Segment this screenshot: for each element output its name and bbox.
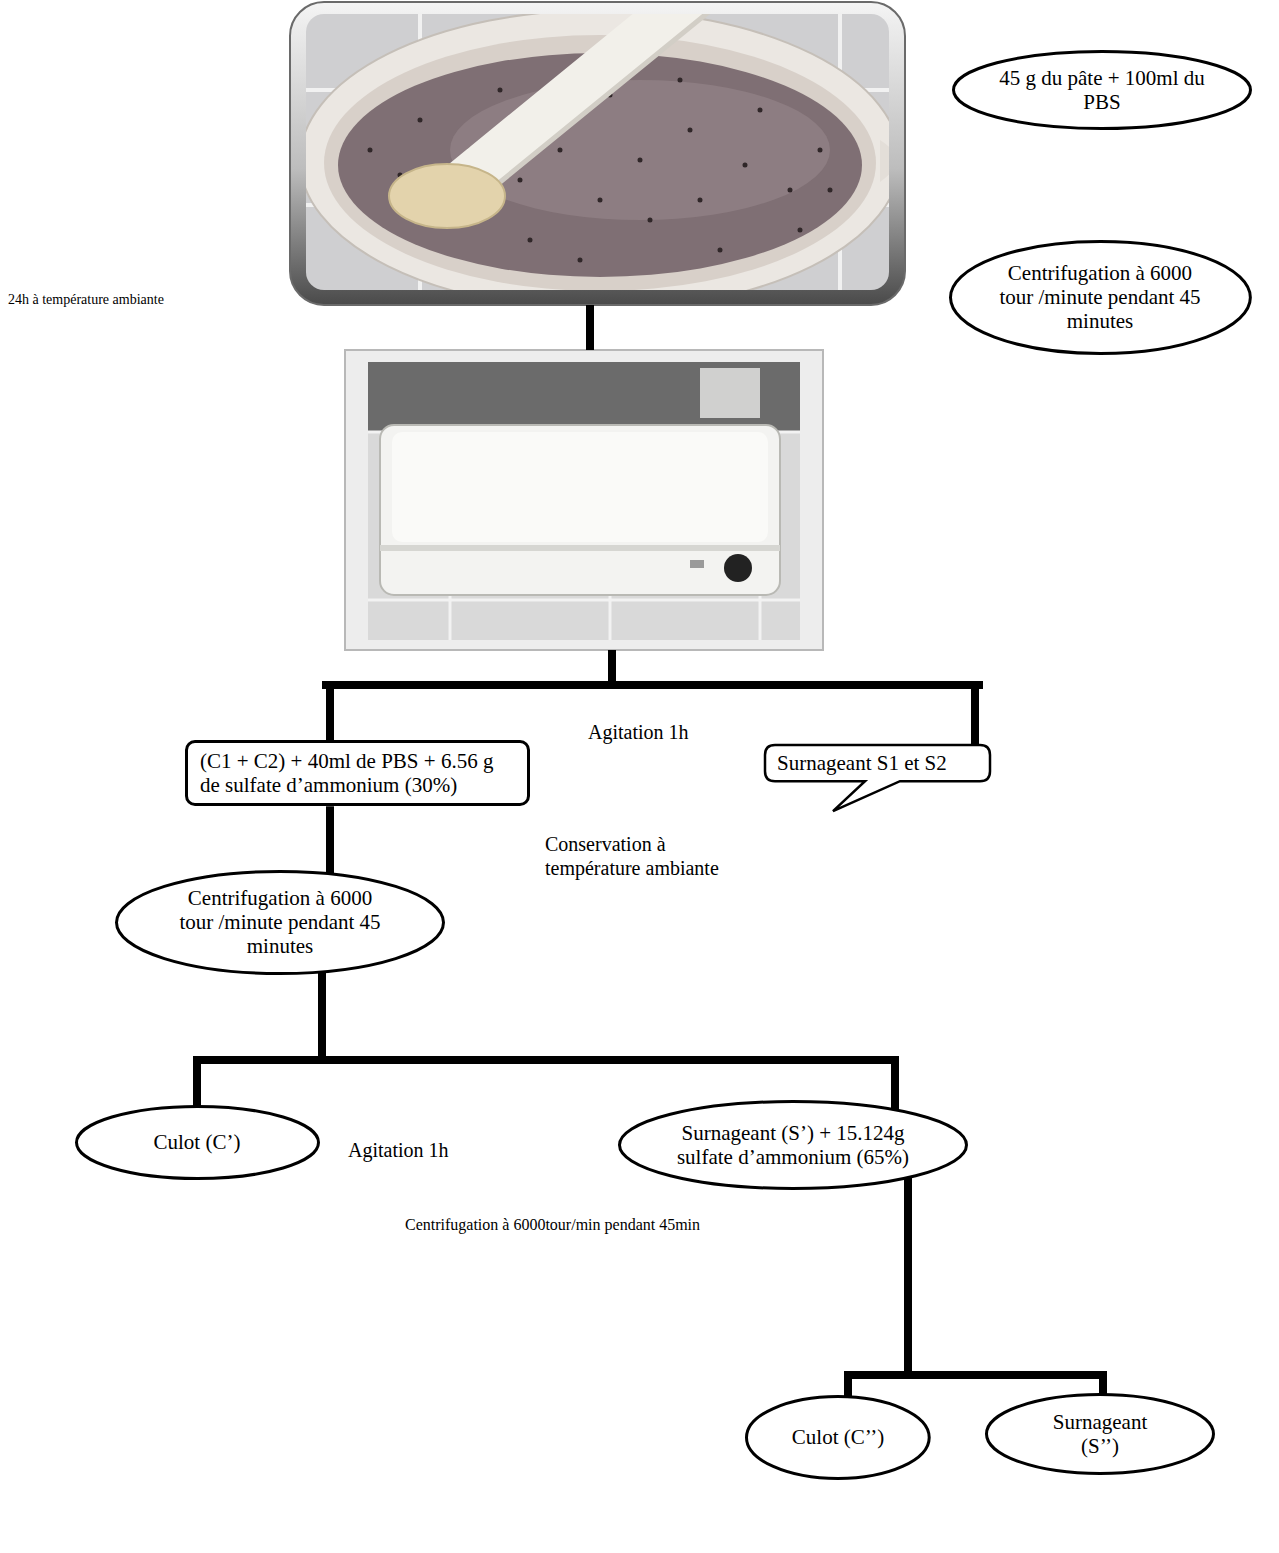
display-unit: [700, 368, 760, 418]
node-text: Centrifugation à 6000 tour /minute penda…: [994, 261, 1206, 333]
step-ellipse: Culot (C’): [75, 1105, 320, 1180]
ellipse-shape: [620, 1102, 967, 1189]
node-body: Centrifugation à 6000 tour /minute penda…: [994, 261, 1206, 333]
node-body: Surnageant (S’) + 15.124g sulfate d’ammo…: [671, 1121, 916, 1169]
split-bar: [326, 681, 979, 689]
centrifuge-body: [380, 425, 780, 595]
centrifuge-lid: [392, 432, 768, 542]
node-body: (C1 + C2) + 40ml de PBS + 6.56 g de sulf…: [188, 743, 527, 803]
step-ellipse: 45 g du pâte + 100ml du PBS: [952, 50, 1252, 130]
speech-bubble: Surnageant S1 et S2: [765, 745, 990, 781]
note-label: 24h à température ambiante: [8, 292, 164, 309]
flow-connector: [908, 1178, 1103, 1395]
bench: [368, 362, 800, 640]
mortar-spout: [880, 140, 889, 182]
note-label: Centrifugation à 6000tour/min pendant 45…: [405, 1215, 700, 1234]
pestle-handle: [455, 14, 700, 190]
flow-line: [971, 685, 979, 746]
note-label: Agitation 1h: [348, 1138, 449, 1162]
centrifuge-knob: [724, 554, 752, 582]
flow-connector: [326, 806, 334, 873]
process-box: (C1 + C2) + 40ml de PBS + 6.56 g de sulf…: [185, 740, 530, 806]
ellipse-shape: [950, 241, 1250, 353]
step-ellipse: Surnageant (S’) + 15.124g sulfate d’ammo…: [618, 1100, 968, 1190]
lid-seam: [380, 545, 780, 551]
indicator: [690, 560, 704, 568]
step-ellipse: Centrifugation à 6000 tour /minute penda…: [115, 870, 445, 975]
flow-connector: [322, 971, 895, 1110]
pestle-shade: [478, 14, 716, 200]
photo-frame: [345, 350, 823, 650]
flow-connector: [848, 1178, 908, 1397]
node-body: 45 g du pâte + 100ml du PBS: [997, 66, 1207, 114]
ellipse-shape: [987, 1395, 1214, 1474]
node-text: 45 g du pâte + 100ml du PBS: [997, 66, 1207, 114]
node-text: Culot (C’’): [773, 1425, 903, 1449]
ellipse-shape: [954, 52, 1251, 129]
flow-connector: [197, 971, 322, 1106]
ellipse-shape: [117, 871, 444, 973]
mortar-photo: [290, 0, 905, 310]
step-ellipse: Centrifugation à 6000 tour /minute penda…: [949, 240, 1252, 355]
node-text: Surnageant (S’) + 15.124g sulfate d’ammo…: [671, 1121, 916, 1169]
node-text: Surnageant (S’’): [1044, 1410, 1156, 1458]
flow-line: [586, 305, 594, 350]
node-body: Surnageant (S’’): [1044, 1410, 1156, 1458]
flow-line: [326, 685, 334, 741]
step-ellipse: Surnageant (S’’): [985, 1393, 1215, 1475]
flow-lines: [326, 305, 979, 746]
pestle-head: [389, 164, 505, 228]
ellipse-shape: [747, 1396, 930, 1478]
node-text: Surnageant S1 et S2: [777, 751, 978, 775]
node-body: Culot (C’): [132, 1130, 262, 1154]
centrifuge-photo: [345, 350, 823, 650]
node-body: Culot (C’’): [773, 1425, 903, 1449]
node-body: Centrifugation à 6000 tour /minute penda…: [169, 886, 391, 958]
note-label: Conservation à température ambiante: [545, 832, 760, 880]
node-text: Culot (C’): [132, 1130, 262, 1154]
paste-specks: [368, 78, 833, 263]
note-label: Agitation 1h: [588, 720, 689, 744]
node-body: Surnageant S1 et S2: [765, 745, 990, 781]
node-text: (C1 + C2) + 40ml de PBS + 6.56 g de sulf…: [200, 749, 515, 797]
bubble-shape: [765, 745, 990, 811]
step-ellipse: Culot (C’’): [745, 1395, 931, 1480]
ellipse-shape: [76, 1106, 318, 1178]
lab-background: [368, 362, 800, 432]
node-text: Centrifugation à 6000 tour /minute penda…: [169, 886, 391, 958]
tile-grout: [368, 432, 800, 640]
